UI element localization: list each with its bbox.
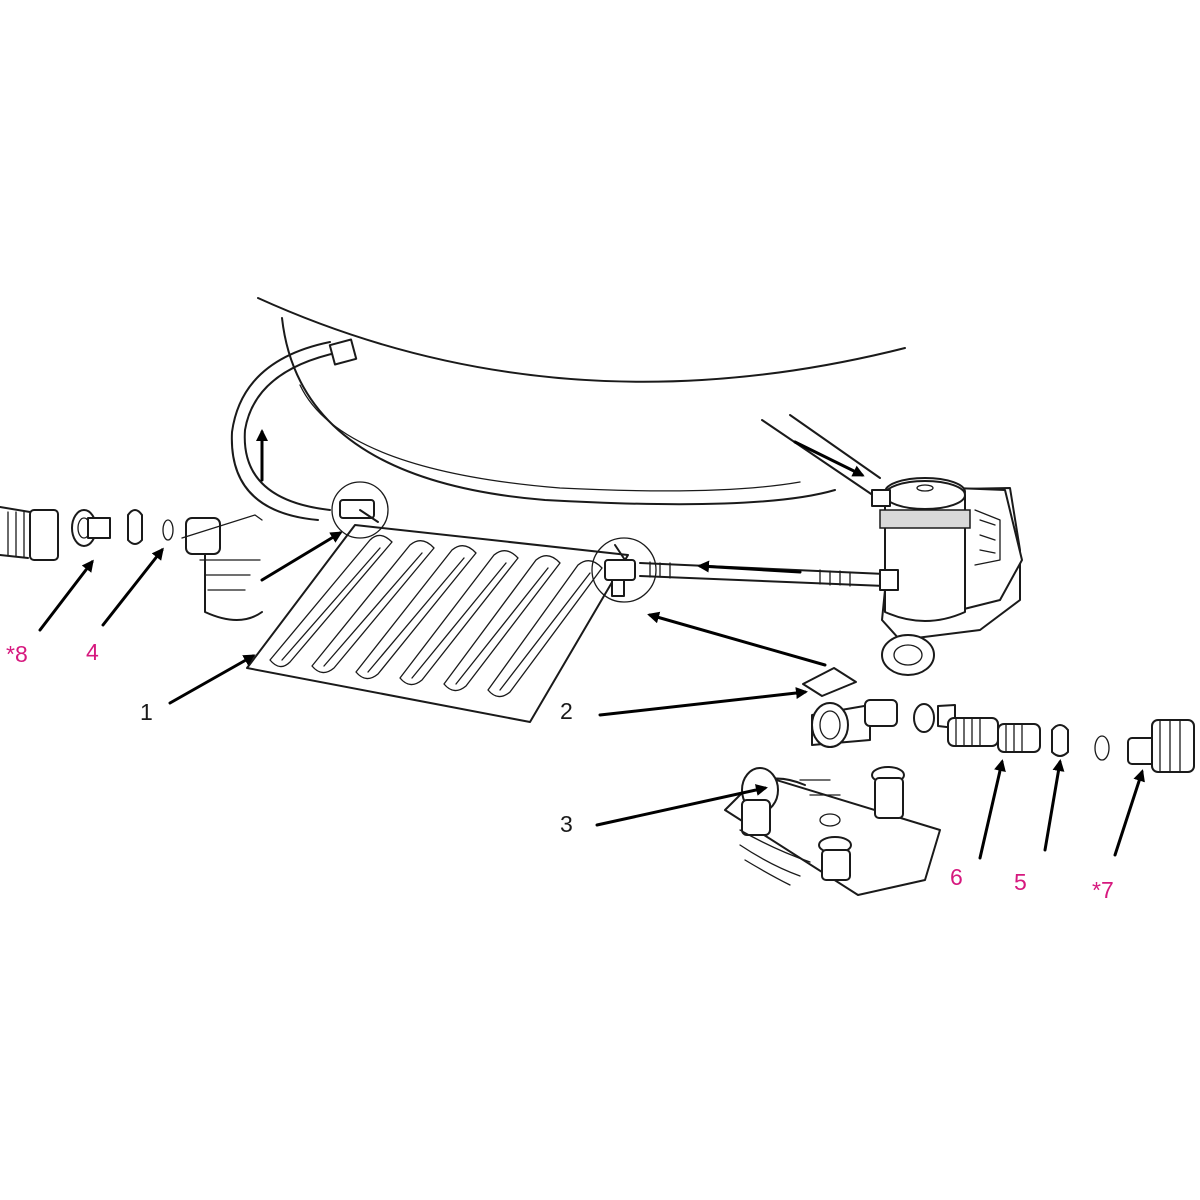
part-labels: 1 2 3 4 5 6 *7 *8 xyxy=(6,639,1114,903)
leader-arrows xyxy=(38,531,1145,860)
pump-feed-hose xyxy=(639,561,886,587)
left-inset xyxy=(0,506,263,621)
bottom-inset xyxy=(724,766,941,896)
label-1: 1 xyxy=(140,699,153,725)
flow-arrows xyxy=(256,429,865,574)
label-5: 5 xyxy=(1014,869,1027,895)
label-2: 2 xyxy=(560,698,573,724)
label-7: *7 xyxy=(1092,877,1114,903)
label-3: 3 xyxy=(560,811,573,837)
mat-inlet-fitting xyxy=(331,481,389,539)
mat-valve-fitting xyxy=(591,537,657,603)
solar-mat xyxy=(246,524,629,723)
right-inset xyxy=(802,634,1195,773)
label-6: 6 xyxy=(950,864,963,890)
pool-wall xyxy=(257,297,906,506)
filter-pump xyxy=(871,477,1023,641)
return-hose xyxy=(230,338,358,521)
label-4: 4 xyxy=(86,639,99,665)
label-8: *8 xyxy=(6,641,28,667)
